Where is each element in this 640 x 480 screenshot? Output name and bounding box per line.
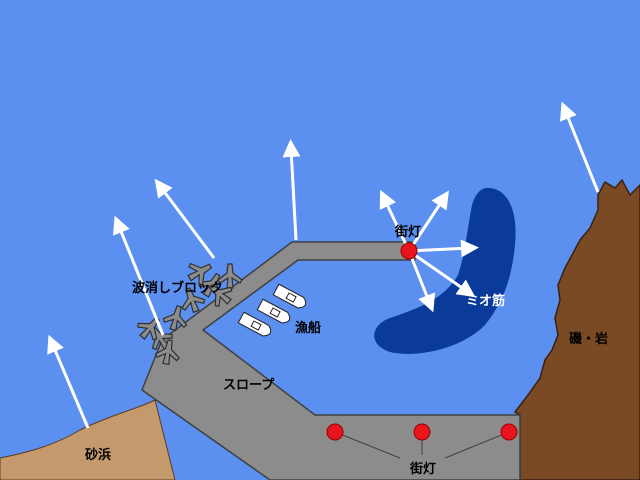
current-arrows bbox=[47, 101, 600, 429]
tetrapod-icon bbox=[181, 287, 206, 314]
tetrapod-icon bbox=[154, 339, 180, 366]
boat-icon bbox=[237, 311, 272, 337]
label-rocks: 磯・岩 bbox=[569, 331, 608, 347]
arrow-icon bbox=[407, 250, 436, 313]
streetlight-icon bbox=[400, 242, 418, 260]
connector-line bbox=[334, 431, 401, 459]
arrow-icon bbox=[408, 239, 479, 258]
label-breakwater-blocks: 波消しブロック bbox=[132, 280, 223, 296]
arrow-icon bbox=[47, 334, 90, 429]
tetrapod-icon bbox=[208, 283, 233, 307]
breakwater-blocks bbox=[137, 262, 243, 366]
streetlight-icon bbox=[326, 423, 344, 441]
channel-area bbox=[374, 187, 516, 354]
sand-beach bbox=[0, 399, 176, 480]
boat-icon bbox=[272, 283, 307, 309]
label-streetlight-bottom: 街灯 bbox=[409, 461, 436, 477]
fishing-boats bbox=[237, 283, 307, 337]
streetlight-icon bbox=[413, 423, 431, 441]
tetrapod-icon bbox=[187, 262, 213, 286]
streetlight-icon bbox=[500, 423, 518, 441]
label-streetlight-top: 街灯 bbox=[394, 224, 421, 240]
arrow-icon bbox=[113, 215, 165, 336]
arrow-icon bbox=[154, 178, 216, 259]
arrow-icon bbox=[282, 139, 301, 241]
rocky-shore bbox=[513, 178, 640, 480]
label-slope: スロープ bbox=[223, 378, 275, 393]
label-channel: ミオ筋 bbox=[466, 293, 505, 309]
connector-line bbox=[444, 431, 510, 459]
arrow-icon bbox=[408, 249, 476, 298]
tetrapod-icon bbox=[137, 316, 161, 341]
arrow-icon bbox=[379, 189, 411, 252]
arrow-icon bbox=[560, 101, 600, 193]
boat-icon bbox=[256, 298, 291, 324]
arrow-icon bbox=[407, 190, 449, 252]
tetrapod-icon bbox=[162, 305, 188, 332]
label-fishing-boats: 漁船 bbox=[295, 320, 321, 336]
label-sand-beach: 砂浜 bbox=[84, 447, 111, 463]
